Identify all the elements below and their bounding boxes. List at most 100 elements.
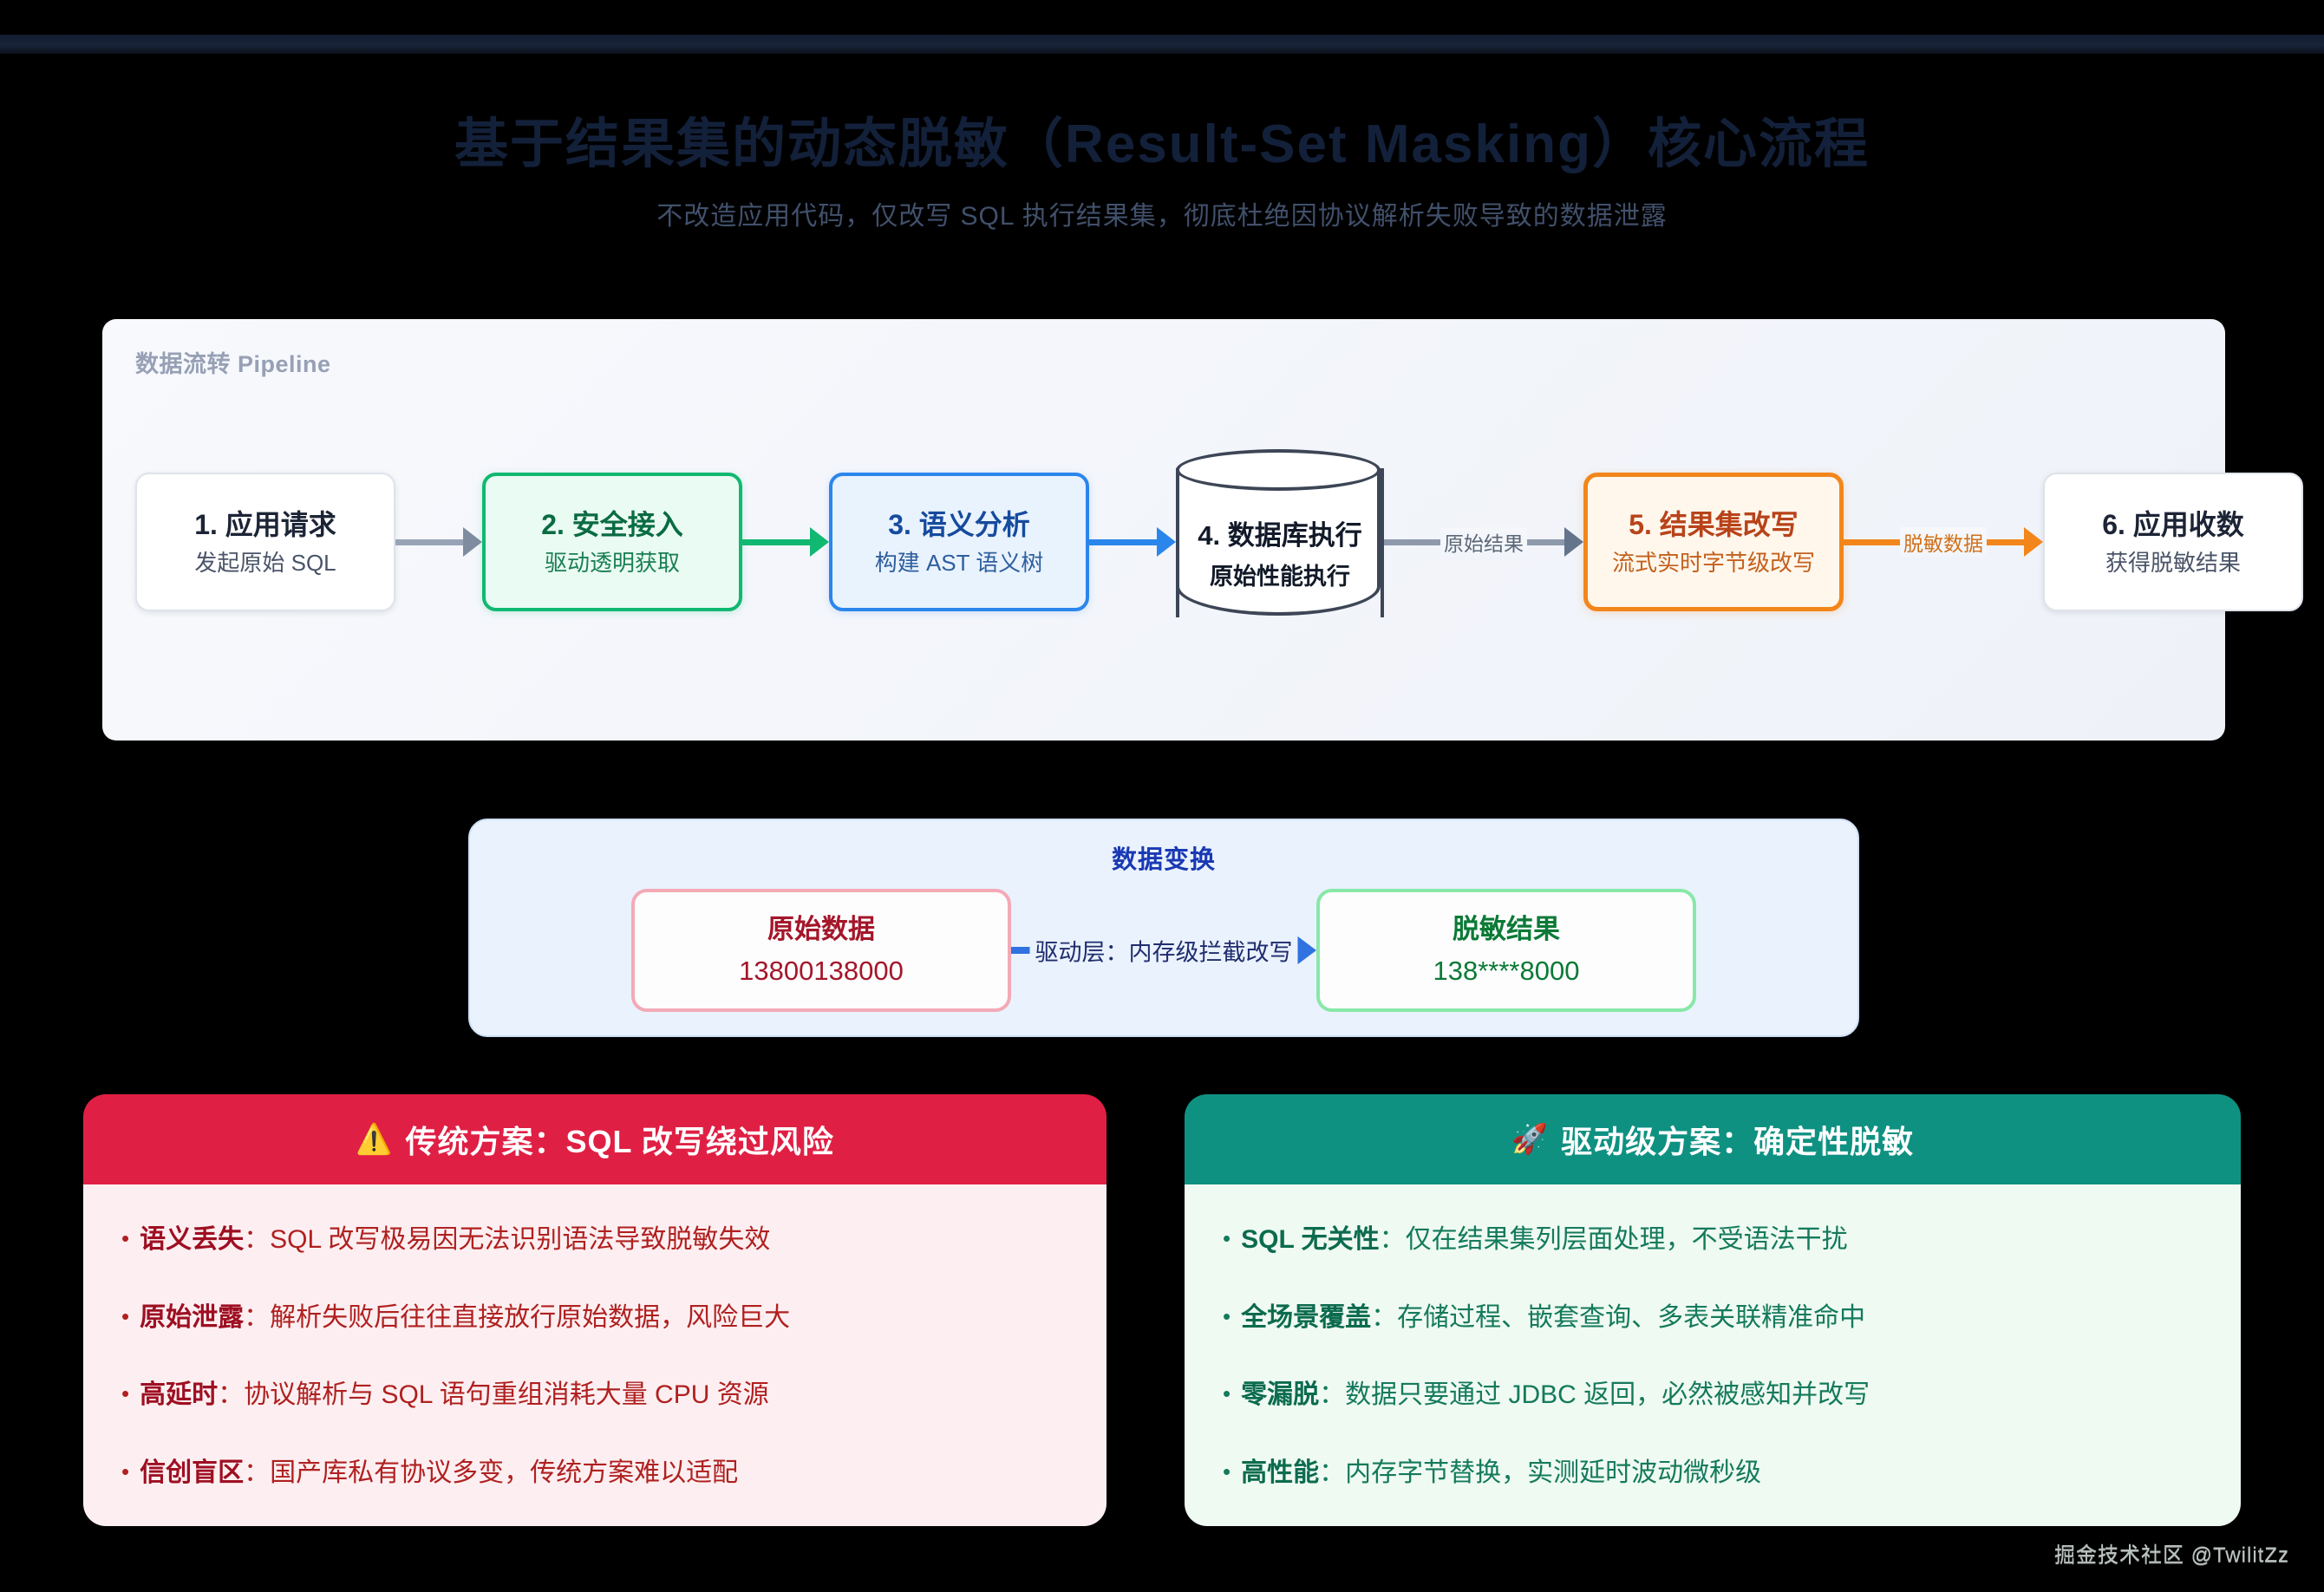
masked-result-box: 脱敏结果 138****8000 bbox=[1316, 889, 1696, 1012]
list-item-sep: ： bbox=[218, 1380, 245, 1409]
data-transform-title: 数据变换 bbox=[1111, 846, 1216, 874]
warning-icon: ⚠️ bbox=[356, 1123, 394, 1156]
pipeline-node-2[interactable]: 2. 安全接入 驱动透明获取 bbox=[482, 473, 742, 611]
list-item-sep: ： bbox=[1319, 1380, 1346, 1409]
list-item-key: 原始泄露 bbox=[140, 1302, 245, 1332]
pipeline-flow: 1. 应用请求 发起原始 SQL 2. 安全接入 驱动透明获取 3. 语义分析 … bbox=[102, 442, 2303, 642]
driver-card-header: 🚀 驱动级方案：确定性脱敏 bbox=[1185, 1094, 2241, 1184]
list-item-text: 协议解析与 SQL 语句重组消耗大量 CPU 资源 bbox=[244, 1380, 769, 1409]
original-data-value: 13800138000 bbox=[739, 955, 904, 986]
bullet-dot-icon: • bbox=[121, 1458, 130, 1484]
list-item-text: SQL 改写极易因无法识别语法导致脱敏失效 bbox=[270, 1225, 771, 1254]
list-item-text: 数据只要通过 JDBC 返回，必然被感知并改写 bbox=[1345, 1380, 1870, 1409]
connector-line bbox=[1089, 538, 1157, 545]
list-item-text: 仅在结果集列层面处理，不受语法干扰 bbox=[1405, 1225, 1848, 1254]
pipeline-node-3-desc: 构建 AST 语义树 bbox=[874, 549, 1044, 576]
list-item-sep: ： bbox=[244, 1302, 271, 1332]
traditional-card-body: • 语义丢失：SQL 改写极易因无法识别语法导致脱敏失效 • 原始泄露：解析失败… bbox=[83, 1184, 1107, 1526]
pipeline-connector-5: 脱敏数据 bbox=[1844, 516, 2043, 568]
pipeline-panel-label: 数据流转 Pipeline bbox=[135, 351, 331, 377]
list-item: • 高延时：协议解析与 SQL 语句重组消耗大量 CPU 资源 bbox=[121, 1376, 1068, 1414]
pipeline-node-3-title: 3. 语义分析 bbox=[888, 508, 1030, 540]
list-item-sep: ： bbox=[244, 1458, 271, 1487]
list-item-key: 语义丢失 bbox=[140, 1225, 245, 1254]
connector-line bbox=[395, 538, 463, 545]
pipeline-connector-1 bbox=[395, 516, 482, 568]
list-item-text: 解析失败后往往直接放行原始数据，风险巨大 bbox=[270, 1302, 791, 1332]
list-item-sep: ： bbox=[1371, 1302, 1398, 1332]
connector-line bbox=[742, 538, 810, 545]
pipeline-connector-3 bbox=[1089, 516, 1176, 568]
list-item: • SQL 无关性：仅在结果集列层面处理，不受语法干扰 bbox=[1223, 1221, 2203, 1259]
bullet-dot-icon: • bbox=[1223, 1302, 1231, 1329]
pipeline-node-5[interactable]: 5. 结果集改写 流式实时字节级改写 bbox=[1583, 473, 1844, 611]
pipeline-node-1-title: 1. 应用请求 bbox=[194, 508, 336, 540]
list-item-text: 国产库私有协议多变，传统方案难以适配 bbox=[270, 1458, 739, 1487]
rocket-icon: 🚀 bbox=[1511, 1123, 1550, 1156]
bullet-dot-icon: • bbox=[121, 1380, 130, 1406]
list-item: • 信创盲区：国产库私有协议多变，传统方案难以适配 bbox=[121, 1454, 1068, 1492]
list-item: • 全场景覆盖：存储过程、嵌套查询、多表关联精准命中 bbox=[1223, 1299, 2203, 1337]
page-title: 基于结果集的动态脱敏（Result-Set Masking）核心流程 bbox=[454, 114, 1870, 174]
list-item: • 高性能：内存字节替换，实测延时波动微秒级 bbox=[1223, 1454, 2203, 1492]
pipeline-node-4-title: 4. 数据库执行 bbox=[1198, 520, 1362, 551]
driver-card-title: 驱动级方案：确定性脱敏 bbox=[1561, 1124, 1915, 1159]
database-cylinder-icon bbox=[1176, 467, 1381, 616]
driver-solution-card: 🚀 驱动级方案：确定性脱敏 • SQL 无关性：仅在结果集列层面处理，不受语法干… bbox=[1185, 1094, 2241, 1526]
list-item-sep: ： bbox=[244, 1225, 271, 1254]
arrow-head-icon bbox=[1157, 527, 1176, 557]
database-cylinder-top-icon bbox=[1176, 448, 1381, 491]
bullet-dot-icon: • bbox=[1223, 1380, 1231, 1406]
pipeline-node-6-desc: 获得脱敏结果 bbox=[2105, 549, 2241, 576]
bullet-dot-icon: • bbox=[121, 1225, 130, 1251]
database-cylinder-left-edge bbox=[1176, 467, 1179, 617]
pipeline-node-4-desc: 原始性能执行 bbox=[1210, 564, 1350, 590]
original-data-box: 原始数据 13800138000 bbox=[631, 889, 1011, 1012]
pipeline-connector-4: 原始结果 bbox=[1384, 516, 1583, 568]
list-item: • 语义丢失：SQL 改写极易因无法识别语法导致脱敏失效 bbox=[121, 1221, 1068, 1259]
traditional-card-title: 传统方案：SQL 改写绕过风险 bbox=[405, 1124, 834, 1159]
arrow-head-icon bbox=[1564, 527, 1583, 557]
bullet-dot-icon: • bbox=[121, 1302, 130, 1329]
top-accent-bar bbox=[0, 35, 2324, 54]
bullet-dot-icon: • bbox=[1223, 1458, 1231, 1484]
list-item-sep: ： bbox=[1379, 1225, 1406, 1254]
list-item: • 零漏脱：数据只要通过 JDBC 返回，必然被感知并改写 bbox=[1223, 1376, 2203, 1414]
pipeline-node-5-desc: 流式实时字节级改写 bbox=[1611, 549, 1815, 576]
pipeline-node-5-title: 5. 结果集改写 bbox=[1629, 508, 1798, 540]
masked-result-label: 脱敏结果 bbox=[1452, 914, 1560, 945]
pipeline-node-6[interactable]: 6. 应用收数 获得脱敏结果 bbox=[2043, 473, 2303, 611]
arrow-head-icon bbox=[2024, 527, 2043, 557]
pipeline-node-2-title: 2. 安全接入 bbox=[541, 508, 683, 540]
driver-card-body: • SQL 无关性：仅在结果集列层面处理，不受语法干扰 • 全场景覆盖：存储过程… bbox=[1185, 1184, 2241, 1526]
list-item: • 原始泄露：解析失败后往往直接放行原始数据，风险巨大 bbox=[121, 1299, 1068, 1337]
page-header: 基于结果集的动态脱敏（Result-Set Masking）核心流程 不改造应用… bbox=[0, 111, 2324, 232]
pipeline-node-4-text: 4. 数据库执行 原始性能执行 bbox=[1198, 513, 1361, 591]
list-item-sep: ： bbox=[1319, 1458, 1346, 1487]
database-cylinder-right-edge bbox=[1381, 467, 1384, 617]
pipeline-connector-5-label: 脱敏数据 bbox=[1900, 527, 1987, 557]
traditional-solution-card: ⚠️ 传统方案：SQL 改写绕过风险 • 语义丢失：SQL 改写极易因无法识别语… bbox=[83, 1094, 1107, 1526]
pipeline-node-1-desc: 发起原始 SQL bbox=[194, 549, 336, 576]
pipeline-node-4[interactable]: 4. 数据库执行 原始性能执行 bbox=[1176, 448, 1384, 636]
pipeline-node-1[interactable]: 1. 应用请求 发起原始 SQL bbox=[135, 473, 395, 611]
watermark: 掘金技术社区 @TwilitZz bbox=[2053, 1543, 2289, 1567]
list-item-key: 高性能 bbox=[1241, 1458, 1320, 1487]
list-item-text: 存储过程、嵌套查询、多表关联精准命中 bbox=[1397, 1302, 1866, 1332]
pipeline-node-6-title: 6. 应用收数 bbox=[2102, 508, 2244, 540]
arrow-head-icon bbox=[463, 527, 482, 557]
arrow-head-icon bbox=[1296, 935, 1316, 966]
pipeline-node-3[interactable]: 3. 语义分析 构建 AST 语义树 bbox=[829, 473, 1089, 611]
list-item-key: 高延时 bbox=[140, 1380, 219, 1409]
transform-arrow: 驱动层：内存级拦截改写 bbox=[1011, 926, 1316, 975]
list-item-key: 零漏脱 bbox=[1241, 1380, 1320, 1409]
arrow-head-icon bbox=[810, 527, 829, 557]
transform-arrow-label: 驱动层：内存级拦截改写 bbox=[1029, 931, 1298, 969]
pipeline-connector-2 bbox=[742, 516, 829, 568]
masked-result-value: 138****8000 bbox=[1433, 955, 1580, 986]
list-item-key: 信创盲区 bbox=[140, 1458, 245, 1487]
traditional-card-header: ⚠️ 传统方案：SQL 改写绕过风险 bbox=[83, 1094, 1107, 1184]
pipeline-connector-4-label: 原始结果 bbox=[1440, 527, 1527, 557]
original-data-label: 原始数据 bbox=[767, 914, 875, 945]
list-item-key: SQL 无关性 bbox=[1241, 1225, 1380, 1254]
